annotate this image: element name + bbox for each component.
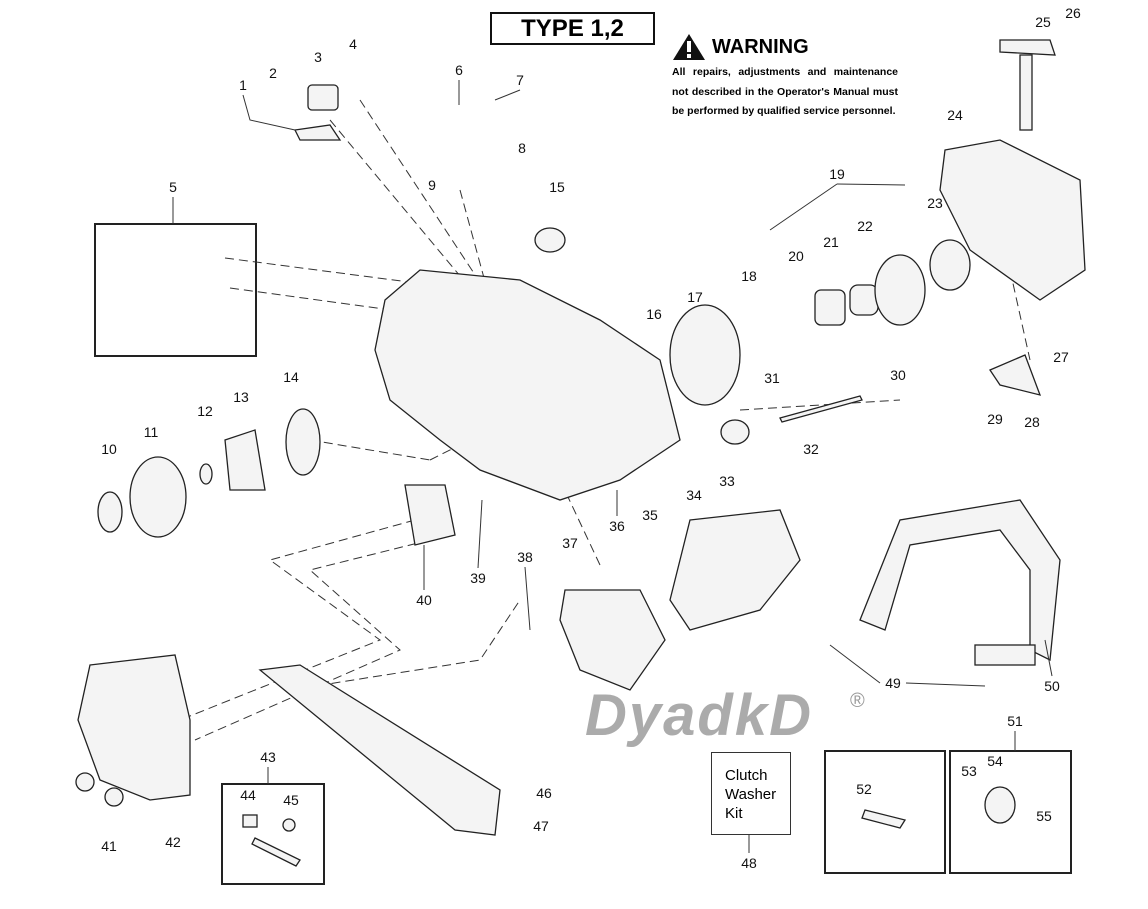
part-number-23: 23 — [927, 195, 943, 211]
part-number-24: 24 — [947, 107, 963, 123]
part-number-1: 1 — [239, 77, 247, 93]
part-number-2: 2 — [269, 65, 277, 81]
part-number-11: 11 — [143, 424, 159, 440]
part-number-35: 35 — [642, 507, 658, 523]
part-number-21: 21 — [823, 234, 839, 250]
part-43-box — [221, 783, 325, 885]
part-number-45: 45 — [283, 792, 299, 808]
part-number-40: 40 — [416, 592, 432, 608]
part-number-49: 49 — [885, 675, 901, 691]
part-number-37: 37 — [562, 535, 578, 551]
part-number-12: 12 — [197, 403, 213, 419]
warning-text: All repairs, adjustments and maintenance… — [672, 66, 898, 117]
part-number-22: 22 — [857, 218, 873, 234]
part-number-41: 41 — [101, 838, 117, 854]
part-number-46: 46 — [536, 785, 552, 801]
part-number-36: 36 — [609, 518, 625, 534]
part-number-47: 47 — [533, 818, 549, 834]
part-number-9: 9 — [428, 177, 436, 193]
part-number-33: 33 — [719, 473, 735, 489]
warning-notice: WARNING All repairs, adjustments and mai… — [672, 33, 898, 122]
part-number-7: 7 — [516, 72, 524, 88]
part-52-box — [824, 750, 946, 874]
part-number-27: 27 — [1053, 349, 1069, 365]
part-number-54: 54 — [987, 753, 1003, 769]
part-51-box — [949, 750, 1072, 874]
part-5-box — [94, 223, 257, 357]
part-number-53: 53 — [961, 763, 977, 779]
part-number-3: 3 — [314, 49, 322, 65]
part-number-32: 32 — [803, 441, 819, 457]
part-number-19: 19 — [829, 166, 845, 182]
part-number-4: 4 — [349, 36, 357, 52]
watermark: DyadkD — [585, 683, 813, 748]
part-number-13: 13 — [233, 389, 249, 405]
part-number-16: 16 — [646, 306, 662, 322]
part-number-55: 55 — [1036, 808, 1052, 824]
part-number-44: 44 — [240, 787, 256, 803]
part-number-8: 8 — [518, 140, 526, 156]
part-number-15: 15 — [549, 179, 565, 195]
registered-mark: ® — [850, 690, 865, 712]
part-number-6: 6 — [455, 62, 463, 78]
part-number-5: 5 — [169, 179, 177, 195]
part-number-17: 17 — [687, 289, 703, 305]
part-number-20: 20 — [788, 248, 804, 264]
part-number-14: 14 — [283, 369, 299, 385]
part-number-42: 42 — [165, 834, 181, 850]
part-number-48: 48 — [741, 855, 757, 871]
part-number-50: 50 — [1044, 678, 1060, 694]
part-number-31: 31 — [764, 370, 780, 386]
part-number-25: 25 — [1035, 14, 1051, 30]
type-title: TYPE 1,2 — [490, 12, 655, 45]
warning-heading: WARNING — [712, 35, 809, 58]
part-number-10: 10 — [101, 441, 117, 457]
part-number-34: 34 — [686, 487, 702, 503]
part-number-51: 51 — [1007, 713, 1023, 729]
part-number-29: 29 — [987, 411, 1003, 427]
clutch-washer-kit-label: Clutch Washer Kit — [711, 752, 791, 835]
part-number-38: 38 — [517, 549, 533, 565]
warning-triangle-icon — [673, 34, 705, 60]
part-number-39: 39 — [470, 570, 486, 586]
part-number-43: 43 — [260, 749, 276, 765]
part-number-18: 18 — [741, 268, 757, 284]
engine-housing — [374, 269, 681, 501]
part-number-30: 30 — [890, 367, 906, 383]
part-number-52: 52 — [856, 781, 872, 797]
part-number-26: 26 — [1065, 5, 1081, 21]
part-number-28: 28 — [1024, 414, 1040, 430]
